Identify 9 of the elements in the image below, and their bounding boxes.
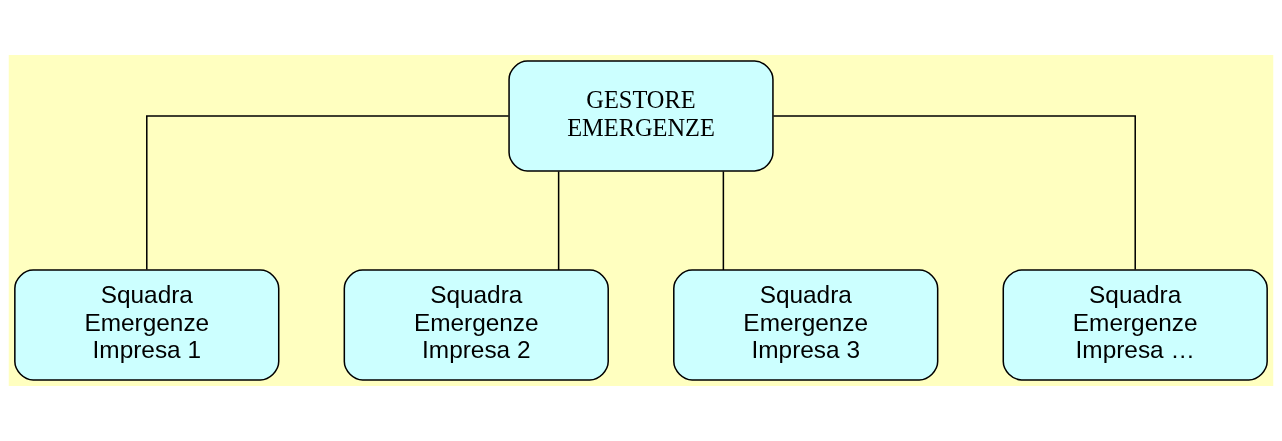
node-box: Squadra Emergenze Impresa 1 (14, 269, 280, 381)
connector (772, 115, 1136, 271)
connector (722, 170, 725, 271)
node-box: GESTORE EMERGENZE (508, 60, 774, 172)
node-box: Squadra Emergenze Impresa 3 (673, 269, 939, 381)
node-box: Squadra Emergenze Impresa 2 (343, 269, 609, 381)
node-box: Squadra Emergenze Impresa … (1002, 269, 1268, 381)
connector (146, 115, 510, 271)
connector (557, 170, 560, 271)
